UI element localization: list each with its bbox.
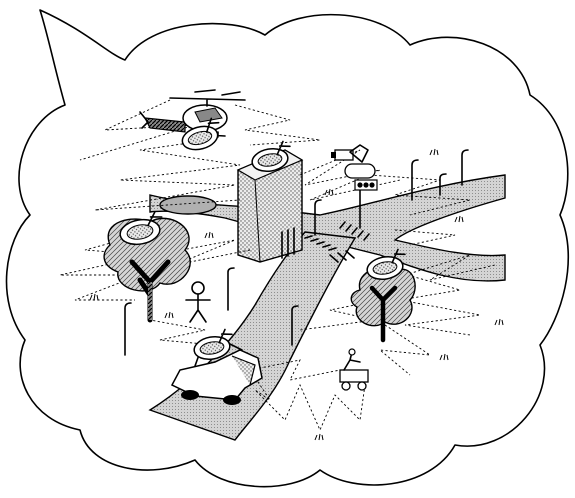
robot-icon xyxy=(340,349,368,390)
camera-icon xyxy=(331,145,368,162)
pond xyxy=(160,196,216,214)
person-icon xyxy=(186,282,210,322)
